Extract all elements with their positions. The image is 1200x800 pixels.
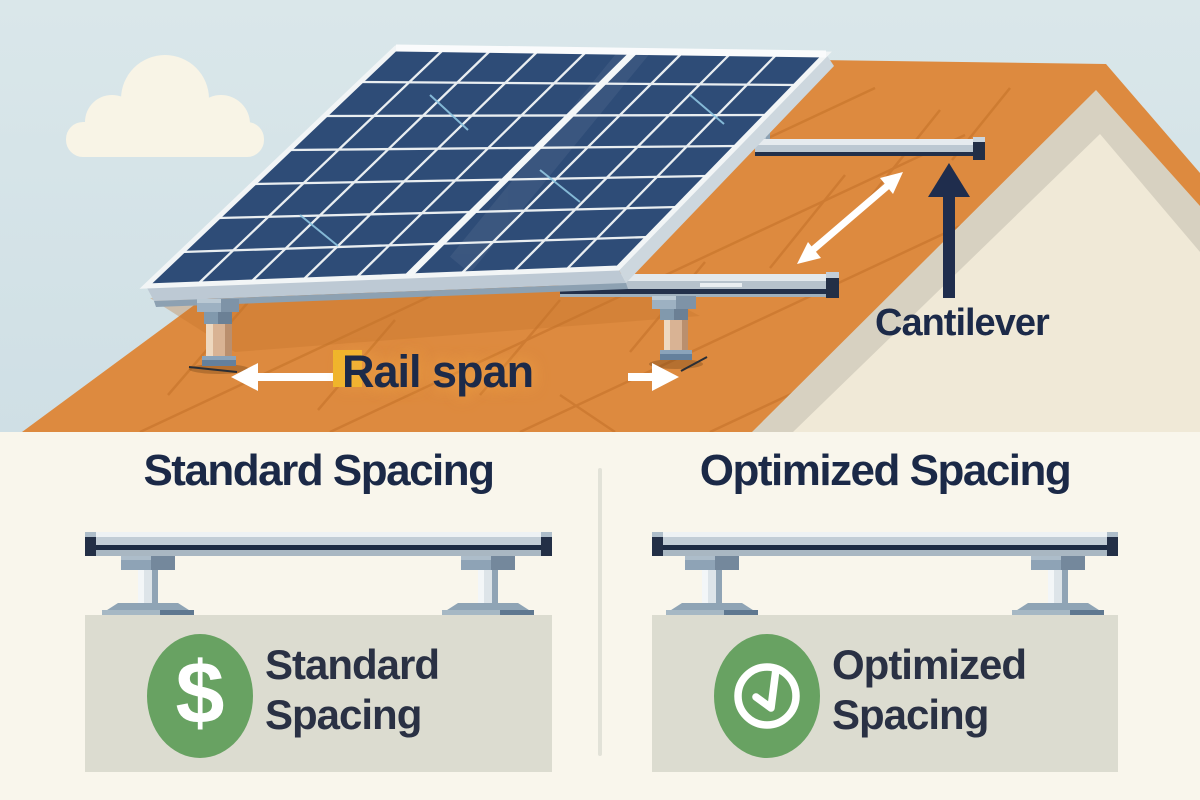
panel-reflections <box>299 94 725 247</box>
rail-span-arrows <box>188 356 708 391</box>
cantilever-label: Cantilever <box>875 302 1050 344</box>
gable-wall <box>752 90 1200 432</box>
support-post <box>666 556 758 617</box>
panel-grid <box>181 48 797 285</box>
support-post <box>102 556 194 617</box>
standard-spacing-heading: Standard Spacing <box>143 446 495 495</box>
clock-glyph <box>734 663 800 729</box>
rail-lower <box>560 272 839 298</box>
cloud-shape <box>66 55 264 157</box>
rail-span-highlight <box>333 350 362 387</box>
optimized-card-label: Optimized Spacing <box>832 640 1027 740</box>
solar-panel <box>139 44 834 307</box>
standard-rail-diagram <box>85 532 552 617</box>
clock-icon <box>714 634 820 758</box>
rail-bar <box>652 532 1118 556</box>
rail-span-label: Rail span <box>342 346 534 397</box>
rail-bar <box>85 532 552 556</box>
standard-card-label: Standard Spacing <box>265 640 440 740</box>
standard-card: $ Standard Spacing <box>85 615 552 772</box>
standard-spacing-panel: Standard Spacing <box>85 432 552 800</box>
optimized-rail-diagram <box>652 532 1118 617</box>
mounting-post-left <box>189 299 249 374</box>
standard-card-line2: Spacing <box>265 691 422 738</box>
dollar-icon: $ <box>147 634 253 758</box>
rail-offset-double-arrow <box>797 172 903 264</box>
dollar-glyph: $ <box>175 643 225 742</box>
optimized-spacing-heading: Optimized Spacing <box>699 446 1072 495</box>
comparison-section: Standard Spacing <box>0 432 1200 800</box>
cantilever-arrow <box>928 163 970 298</box>
optimized-card-line1: Optimized <box>832 641 1027 688</box>
section-divider <box>598 468 602 756</box>
support-post <box>442 556 534 617</box>
standard-card-line1: Standard <box>265 641 440 688</box>
optimized-card-line2: Spacing <box>832 691 989 738</box>
optimized-spacing-panel: Optimized Spacing <box>652 432 1118 800</box>
optimized-card: Optimized Spacing <box>652 615 1118 772</box>
roof-scene <box>0 0 1200 432</box>
support-post <box>1012 556 1104 617</box>
